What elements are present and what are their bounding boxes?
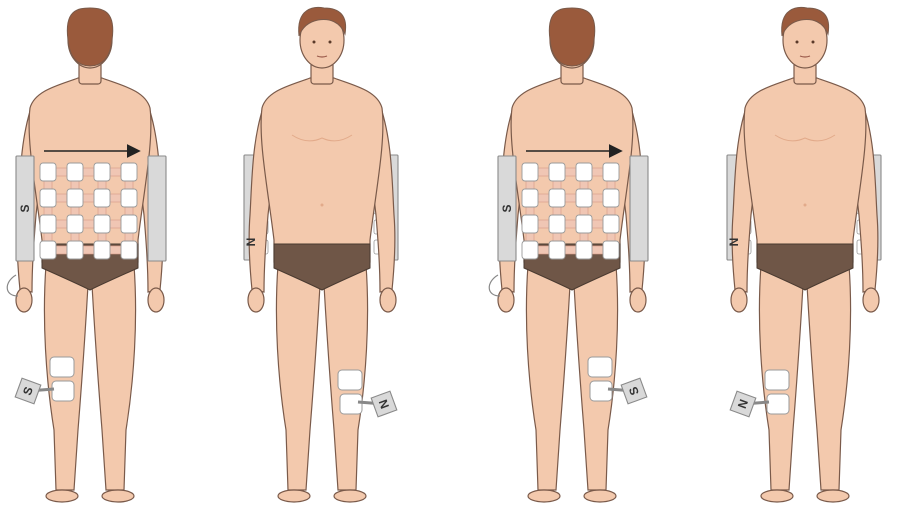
electrode-pad bbox=[576, 241, 592, 259]
electrode-pad bbox=[549, 163, 565, 181]
left-hand bbox=[498, 288, 514, 312]
electrode-pad bbox=[121, 241, 137, 259]
electrode-pad bbox=[522, 241, 538, 259]
left-foot bbox=[46, 490, 78, 502]
electrode-pad bbox=[121, 163, 137, 181]
right-foot bbox=[817, 490, 849, 502]
knee-magnet: S bbox=[15, 378, 41, 404]
electrode-pad bbox=[522, 189, 538, 207]
right-hand bbox=[148, 288, 164, 312]
left-hand bbox=[16, 288, 32, 312]
back-magnet-right bbox=[630, 156, 648, 261]
knee-pad bbox=[338, 370, 362, 390]
knee-magnet: N bbox=[730, 391, 756, 417]
electrode-pad bbox=[40, 189, 56, 207]
figure-front-2: NN bbox=[727, 7, 881, 502]
electrode-pad bbox=[549, 215, 565, 233]
electrode-pad bbox=[549, 189, 565, 207]
left-leg bbox=[276, 265, 320, 490]
electrode-pad bbox=[40, 163, 56, 181]
hair bbox=[549, 8, 594, 66]
electrode-pad bbox=[549, 241, 565, 259]
electrode-pad bbox=[522, 163, 538, 181]
electrode-pad bbox=[67, 163, 83, 181]
left-foot bbox=[278, 490, 310, 502]
left-foot bbox=[761, 490, 793, 502]
right-leg bbox=[92, 265, 136, 490]
figure-back-2: SS bbox=[489, 8, 648, 502]
electrode-pad bbox=[603, 215, 619, 233]
back-magnet-right-plate bbox=[148, 156, 166, 261]
knee-pad bbox=[340, 394, 362, 414]
magnet-polarity-label: S bbox=[18, 204, 32, 212]
electrode-pad bbox=[121, 189, 137, 207]
hair bbox=[67, 8, 112, 66]
right-foot bbox=[584, 490, 616, 502]
knee-pad bbox=[50, 357, 74, 377]
electrode-pad bbox=[67, 215, 83, 233]
knee-pad bbox=[588, 357, 612, 377]
electrode-pad bbox=[94, 215, 110, 233]
knee-magnet: N bbox=[371, 391, 397, 417]
figure-back-1: SS bbox=[7, 8, 166, 502]
left-foot bbox=[528, 490, 560, 502]
back-magnet-right bbox=[148, 156, 166, 261]
back-magnet-right-plate bbox=[630, 156, 648, 261]
back-magnet-left: S bbox=[498, 156, 516, 261]
electrode-pad bbox=[94, 163, 110, 181]
right-hand bbox=[630, 288, 646, 312]
electrode-pad bbox=[94, 241, 110, 259]
knee-pad bbox=[590, 381, 612, 401]
right-foot bbox=[334, 490, 366, 502]
navel bbox=[804, 204, 807, 207]
cable bbox=[489, 275, 500, 296]
electrode-pad bbox=[603, 189, 619, 207]
right-eye bbox=[812, 41, 815, 44]
knee-pad bbox=[765, 370, 789, 390]
magnet-polarity-label: N bbox=[727, 238, 741, 247]
right-hand bbox=[380, 288, 396, 312]
back-magnet-left: S bbox=[16, 156, 34, 261]
electrode-pad bbox=[94, 189, 110, 207]
torso bbox=[261, 78, 383, 262]
navel bbox=[321, 204, 324, 207]
electrode-pad bbox=[121, 215, 137, 233]
left-hand bbox=[731, 288, 747, 312]
electrode-pad bbox=[67, 241, 83, 259]
electrode-pad bbox=[40, 215, 56, 233]
electrode-pad bbox=[576, 215, 592, 233]
torso bbox=[744, 78, 866, 262]
left-eye bbox=[796, 41, 799, 44]
electrode-pad bbox=[603, 163, 619, 181]
right-hand bbox=[863, 288, 879, 312]
right-foot bbox=[102, 490, 134, 502]
electrode-pad bbox=[603, 241, 619, 259]
right-leg bbox=[807, 265, 851, 490]
knee-magnet: S bbox=[621, 378, 647, 404]
left-leg bbox=[526, 265, 570, 490]
electrode-pad bbox=[522, 215, 538, 233]
left-hand bbox=[248, 288, 264, 312]
left-eye bbox=[313, 41, 316, 44]
magnet-polarity-label: S bbox=[500, 204, 514, 212]
knee-pad bbox=[767, 394, 789, 414]
cable bbox=[7, 275, 18, 296]
knee-pad bbox=[52, 381, 74, 401]
electrode-pad bbox=[40, 241, 56, 259]
electrode-pad bbox=[576, 189, 592, 207]
electrode-pad bbox=[67, 189, 83, 207]
right-eye bbox=[329, 41, 332, 44]
electrode-pad bbox=[576, 163, 592, 181]
magnet-polarity-label: N bbox=[244, 238, 258, 247]
figure-front-1: NN bbox=[244, 7, 398, 502]
